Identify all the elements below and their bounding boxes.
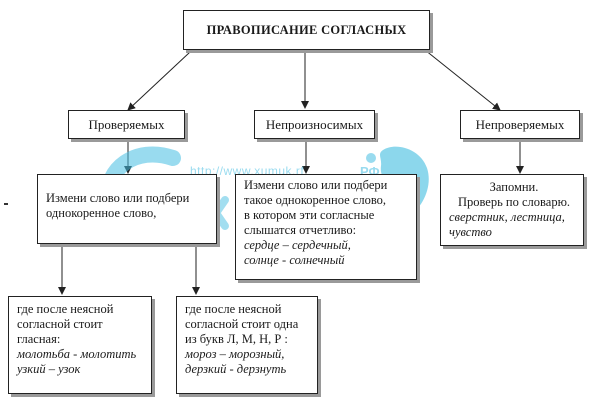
rule-line: такое однокоренное слово,: [244, 193, 387, 207]
diagram-title: ПРАВОПИСАНИЕ СОГЛАСНЫХ: [206, 22, 407, 37]
example-line: дерзкий - дерзнуть: [185, 362, 287, 376]
stray-mark: [4, 203, 8, 205]
arrow-title-to-checkable: [127, 37, 206, 111]
rule-box-checkable: Измени слово или подбери однокоренное сл…: [37, 174, 217, 244]
example-line: молотьба - молотить: [17, 347, 137, 361]
rule-line: Запомни.: [489, 180, 539, 194]
case-box-sonorant-after: где после неясной согласной стоит одна и…: [176, 296, 318, 394]
title-box: ПРАВОПИСАНИЕ СОГЛАСНЫХ: [183, 10, 430, 50]
example-line: солнце - солнечный: [244, 253, 345, 267]
case-line: где после неясной: [17, 302, 114, 316]
category-label: Проверяемых: [88, 116, 165, 132]
rule-text: Измени слово или подбери такое однокорен…: [244, 178, 412, 268]
category-label: Непроверяемых: [475, 116, 565, 132]
rule-text: Измени слово или подбери однокоренное сл…: [46, 191, 210, 221]
category-label: Непроизносимых: [265, 116, 364, 132]
case-line: согласной стоит одна: [185, 317, 299, 331]
category-unpronounceable: Непроизносимых: [254, 110, 375, 139]
case-line: гласная:: [17, 332, 61, 346]
example-line: чувство: [449, 225, 492, 239]
rule-line: Измени слово или подбери: [244, 178, 388, 192]
case-text: где после неясной согласной стоит гласна…: [17, 302, 147, 377]
rule-line: слышатся отчетливо:: [244, 223, 357, 237]
example-line: узкий – узок: [17, 362, 81, 376]
rule-line: однокоренное слово,: [46, 206, 157, 220]
case-line: где после неясной: [185, 302, 282, 316]
arrow-title-to-uncheckable: [409, 37, 501, 111]
rule-line: в котором эти согласные: [244, 208, 375, 222]
case-line: согласной стоит: [17, 317, 103, 331]
rule-line: Измени слово или подбери: [46, 191, 190, 205]
example-line: сверстник, лестница,: [449, 210, 565, 224]
example-line: сердце – сердечный,: [244, 238, 351, 252]
example-line: мороз – морозный,: [185, 347, 285, 361]
category-uncheckable: Непроверяемых: [460, 110, 580, 139]
rule-box-unpronounceable: Измени слово или подбери такое однокорен…: [235, 174, 417, 280]
rule-box-uncheckable: Запомни. Проверь по словарю. сверстник, …: [440, 174, 584, 246]
case-box-vowel-after: где после неясной согласной стоит гласна…: [8, 296, 152, 394]
rule-line: Проверь по словарю.: [457, 195, 571, 209]
rule-text: Запомни. Проверь по словарю. сверстник, …: [449, 180, 579, 240]
category-checkable: Проверяемых: [68, 110, 185, 139]
case-text: где после неясной согласной стоит одна и…: [185, 302, 313, 377]
case-line: из букв Л, М, Н, Р :: [185, 332, 288, 346]
